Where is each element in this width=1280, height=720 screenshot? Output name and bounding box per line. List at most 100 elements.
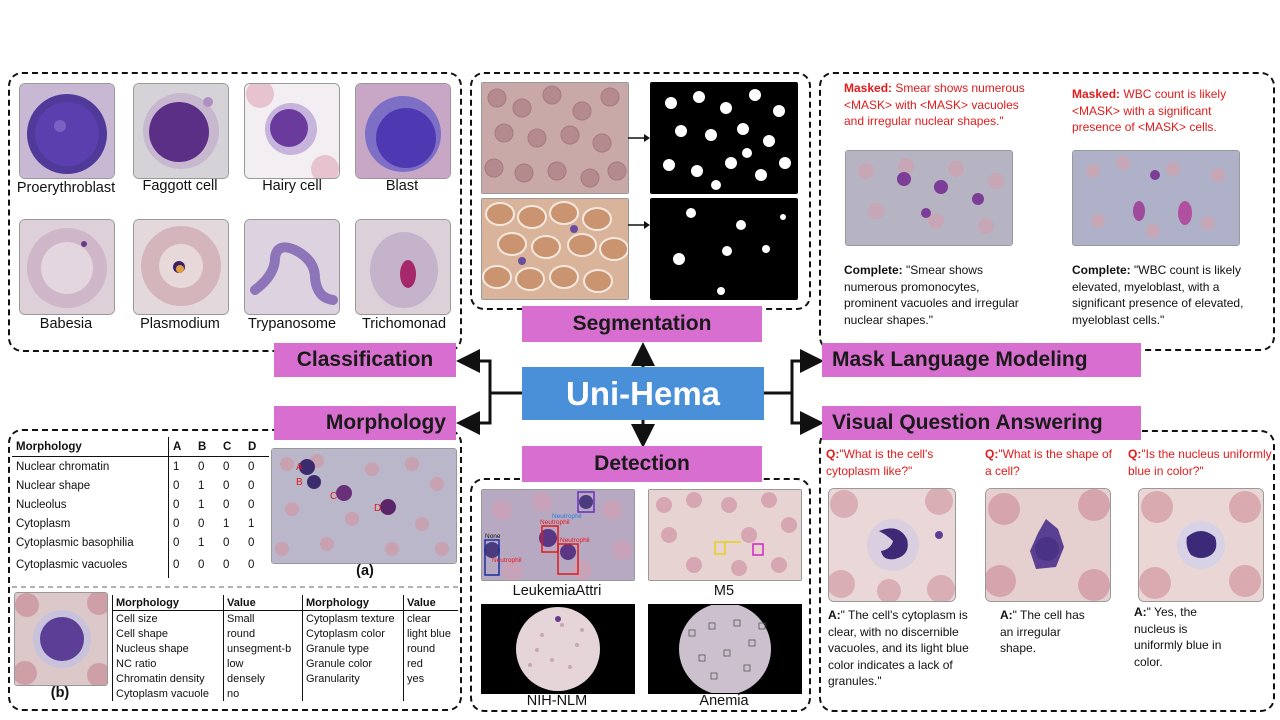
mlm-complete-2: Complete: "WBC count is likely elevated,… [1072,262,1264,328]
vqa-a-text-2: " The cell has an irregular shape. [1000,608,1085,655]
box-tag: Neutrophil [492,557,522,564]
table-cell: 1 [198,498,205,511]
table-b-header: Morphology [302,595,404,611]
classification-text: Classification [296,348,434,371]
vqa-question-3: Q:"Is the nucleus uniformly blue in colo… [1128,446,1274,479]
table-cell: Nuclear shape [16,479,91,492]
vqa-q-label-1: Q: [826,447,840,461]
table-cell: Cytoplasmic vacuoles [16,559,128,571]
vqa-question-2: Q:"What is the shape of a cell? [985,446,1115,479]
table-cell: 1 [198,536,205,549]
uni-hema-title: Uni-Hema [522,367,764,420]
table-cell: Small [223,610,303,626]
marker-b: B [296,477,303,488]
class-label-hairy: Hairy cell [262,178,322,194]
blast-image [355,83,451,179]
box-tag: None [485,533,501,540]
mlm-complete-1: Complete: "Smear shows numerous promonoc… [844,262,1024,328]
faggott-cell-image [133,83,229,179]
vqa-answer-1: A:" The cell's cytoplasm is clear, with … [828,607,972,690]
table-cell: 0 [223,536,230,549]
table-a-header: D [244,437,269,457]
table-cell: 0 [198,517,205,530]
table-cell: round [403,641,458,656]
table-cell: 1 [168,456,194,476]
mlm-complete-text-1: "Smear shows numerous promonocytes, prom… [844,263,1019,327]
segmentation-mask-2 [650,198,798,300]
class-label-plasmodium: Plasmodium [140,316,220,332]
babesia-image [19,219,115,315]
plasmodium-image [133,219,229,315]
table-cell: 0 [168,552,194,578]
vqa-question-1: Q:"What is the cell's cytoplasm like?" [826,446,966,479]
segmentation-input-2 [481,198,629,300]
vqa-image-1 [828,488,956,602]
detection-m5-image [648,489,802,581]
vqa-a-label-1: A: [828,608,841,622]
table-cell: 0 [168,476,194,495]
table-cell: no [223,686,303,701]
table-cell: 0 [248,460,255,473]
table-cell: 0 [168,533,194,552]
table-cell: red [403,656,458,671]
vqa-q-text-1: "What is the cell's cytoplasm like?" [826,447,934,478]
table-cell: Cell size [112,610,224,626]
table-cell: Cytoplasm texture [302,610,404,626]
table-a-header: Morphology [12,437,169,457]
table-b-header: Morphology [112,595,224,611]
vqa-q-label-3: Q: [1128,447,1142,461]
table-cell: 0 [198,559,205,571]
table-cell: 0 [223,479,230,492]
box-tag: Neutrophil [540,519,570,526]
detection-text: Detection [594,452,690,475]
vqa-q-label-2: Q: [985,447,999,461]
detection-nih-nlm-image [481,604,635,694]
mlm-image-2 [1072,150,1240,246]
table-a-header: B [194,437,219,457]
table-cell: Cytoplasmic basophilia [16,536,134,549]
mlm-complete-label-1: Complete: [844,263,903,277]
table-cell: 0 [223,559,230,571]
table-cell: 0 [168,495,194,514]
table-cell: Cell shape [112,626,224,641]
center-title: Uni-Hema [565,374,721,412]
vqa-q-text-3: "Is the nucleus uniformly blue in color?… [1128,447,1272,478]
table-cell: unsegment-b [223,641,303,656]
mlm-masked-text-1: Smear shows numerous <MASK> with <MASK> … [844,81,1025,128]
segmentation-text: Segmentation [572,312,712,335]
table-cell: Granularity [302,671,404,686]
marker-a: A [296,462,303,473]
table-cell: 0 [223,460,230,473]
mlm-label: Mask Language Modeling [822,343,1141,377]
table-cell: Granule color [302,656,404,671]
vqa-image-3 [1138,488,1264,602]
class-label-blast: Blast [385,178,419,194]
table-cell: yes [403,671,458,686]
class-label-faggott: Faggott cell [142,178,218,194]
vqa-a-label-2: A: [1000,608,1013,622]
morphology-label: Morphology [274,406,456,440]
vqa-answer-3: A:" Yes, the nucleus is uniformly blue i… [1134,604,1234,670]
detection-label-m5: M5 [713,583,735,599]
table-b-header: Value [223,595,303,611]
marker-c: C [330,491,337,502]
table-cell: low [223,656,303,671]
table-cell: densely [223,671,303,686]
mlm-masked-text-2: WBC count is likely <MASK> with a signif… [1072,87,1227,134]
table-cell: Granule type [302,641,404,656]
morphology-cell-image [14,592,108,686]
table-cell: 0 [248,559,255,571]
table-cell: 0 [248,498,255,511]
detection-label: Detection [522,446,762,482]
